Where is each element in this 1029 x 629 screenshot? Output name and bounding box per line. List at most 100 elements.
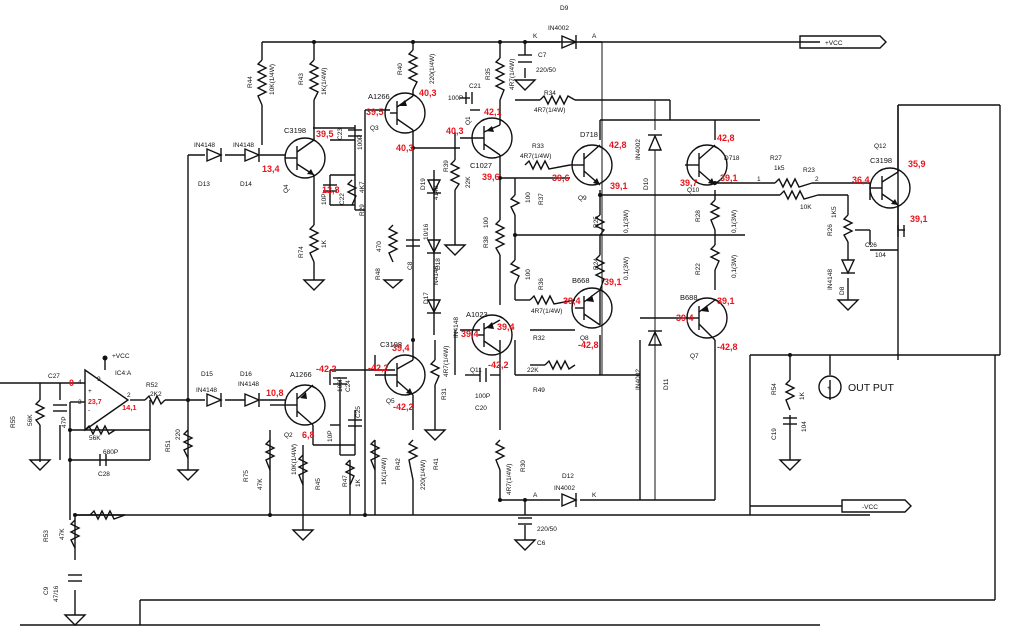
r40-ref: R40 xyxy=(397,63,404,75)
c7-value: 220/50 xyxy=(536,67,556,74)
r30-ref: R30 xyxy=(520,460,527,472)
opamp-supply: +VCC xyxy=(112,353,130,360)
capacitor-c9: C9 47/16 xyxy=(43,574,82,602)
r51-value: 2K2 xyxy=(150,391,162,398)
q4-part: C3198 xyxy=(284,126,306,135)
c28-ref: C28 xyxy=(98,471,110,478)
r29-value: 4K7 xyxy=(359,181,366,193)
resistor-r46 xyxy=(344,459,356,486)
r47-value: 10K(1/4W) xyxy=(291,444,298,475)
r44-ref: R44 xyxy=(247,76,254,88)
r23-value: 1K5 xyxy=(831,206,838,218)
resistor-r48 xyxy=(387,224,399,263)
voltage-q2-b: 10,8 xyxy=(266,388,284,398)
r34-value: 4R7(1/4W) xyxy=(534,107,565,114)
c8-ref: C8 xyxy=(407,261,414,270)
voltage-q9-b: 39,6 xyxy=(552,173,570,183)
r22-ref: R22 xyxy=(695,263,702,275)
voltage-q11-c: -42,2 xyxy=(488,360,509,370)
r33-value: 4R7(1/4W) xyxy=(520,153,551,160)
q8-ref: Q8 xyxy=(580,335,589,342)
r45-value: 47K xyxy=(257,478,264,490)
d14-value: IN4148 xyxy=(233,142,254,149)
r31-ref: R49 xyxy=(533,387,545,394)
q3-part: A1266 xyxy=(368,92,390,101)
r38-value: 100 xyxy=(483,217,490,228)
opamp-in-minus: - xyxy=(88,407,90,414)
voltage-ic-in: 23,7 xyxy=(88,399,102,406)
transistor-q12: C3198 Q12 xyxy=(869,143,911,209)
r30-value: 4R7(1/4W) xyxy=(506,464,513,495)
voltage-q3-c: 40,3 xyxy=(396,143,414,153)
ground-icon xyxy=(291,529,315,541)
voltage-q1-b: 40,3 xyxy=(446,126,464,136)
r37-value: 100 xyxy=(525,192,532,203)
r52-value: 220 xyxy=(175,429,182,440)
resistor-r42 xyxy=(369,439,381,471)
transistor-q2: A1266 Q2 xyxy=(284,370,326,439)
r25-value: 0,1(3W) xyxy=(623,210,630,233)
voltage-q7-c: -42,8 xyxy=(717,342,738,352)
r49-ref: R31 xyxy=(441,388,448,400)
voltage-q7-e: 39,1 xyxy=(717,296,735,306)
capacitor-c6: C6 220/50 xyxy=(518,517,557,547)
transistor-q4: C3198 Q4 xyxy=(283,126,326,193)
d19-ref: D19 xyxy=(420,178,427,190)
r27-ref: R27 xyxy=(770,155,782,162)
ground-icon xyxy=(513,79,537,91)
voltage-q2-c: -42,2 xyxy=(316,364,337,374)
c26-ref: C26 xyxy=(865,242,877,249)
capacitor-c19: C19 104 xyxy=(771,417,808,440)
c21-value: 100P xyxy=(448,95,463,102)
resistor-r52 xyxy=(182,429,194,459)
diode-d19: D19 4148 xyxy=(420,170,442,230)
ground-icon xyxy=(423,429,447,441)
neg-rail-label: -VCC xyxy=(862,504,878,511)
voltage-q4-e: 12,8 xyxy=(322,185,340,195)
opamp-pin2: 2 xyxy=(127,392,131,399)
voltage-q8-e: 39,1 xyxy=(604,277,622,287)
r32-ref: R32 xyxy=(533,335,545,342)
ground-icon xyxy=(28,459,52,471)
rail-labels: +VCC -VCC + OUT PUT K A A K 1 2 xyxy=(533,33,894,511)
resistor-r34 xyxy=(539,94,576,106)
capacitor-c27: C27 47P xyxy=(48,373,68,428)
ground-icon xyxy=(836,299,860,311)
output-terminal-mark: + xyxy=(827,385,831,392)
resistor-r41 xyxy=(407,439,419,481)
r46-value: 1K xyxy=(355,478,362,487)
r25-ref: R25 xyxy=(593,216,600,228)
r54-value: 47K xyxy=(59,528,66,540)
ground-icon xyxy=(63,614,87,626)
diode-d16: D16 IN4148 xyxy=(238,371,261,408)
c24-value: 100P xyxy=(337,377,344,392)
capacitor-c20: C20 100P xyxy=(475,368,490,412)
resistor-r24 xyxy=(594,254,606,291)
resistor-r90 xyxy=(784,379,796,411)
q2-ref: Q2 xyxy=(284,432,293,439)
r27-value: 1k5 xyxy=(774,165,785,172)
voltage-ic-pin4: 0 xyxy=(69,378,74,388)
transistor-q10: D718 Q10 xyxy=(685,144,740,194)
voltage-q5-c: -42,2 xyxy=(393,402,414,412)
r43-value: 1K(1/4W) xyxy=(321,68,328,95)
voltage-q12-b: 36,4 xyxy=(852,175,870,185)
d12-value: IN4002 xyxy=(554,485,575,492)
resistor-r54 xyxy=(69,519,81,549)
d16-value: IN4148 xyxy=(238,381,259,388)
transistor-q9: D718 Q9 xyxy=(570,130,613,202)
c21-ref: C21 xyxy=(469,83,481,90)
r42-ref: R42 xyxy=(395,458,402,470)
diode-d11: D11 IN4002 xyxy=(635,330,670,390)
voltage-q3-b: 39,5 xyxy=(366,107,384,117)
q1-ref: Q1 xyxy=(465,116,472,125)
q5-ref: Q5 xyxy=(386,398,395,405)
d18-ref: D18 xyxy=(435,258,442,270)
r36-ref: R36 xyxy=(538,278,545,290)
voltage-annotations: 13,4 39,5 12,8 39,5 40,3 40,3 40,3 42,1 … xyxy=(69,88,928,440)
resistor-r74 xyxy=(308,224,320,263)
d16-ref: D16 xyxy=(240,371,252,378)
r45-ref: R75 xyxy=(243,470,250,482)
r54-ref: R53 xyxy=(43,530,50,542)
